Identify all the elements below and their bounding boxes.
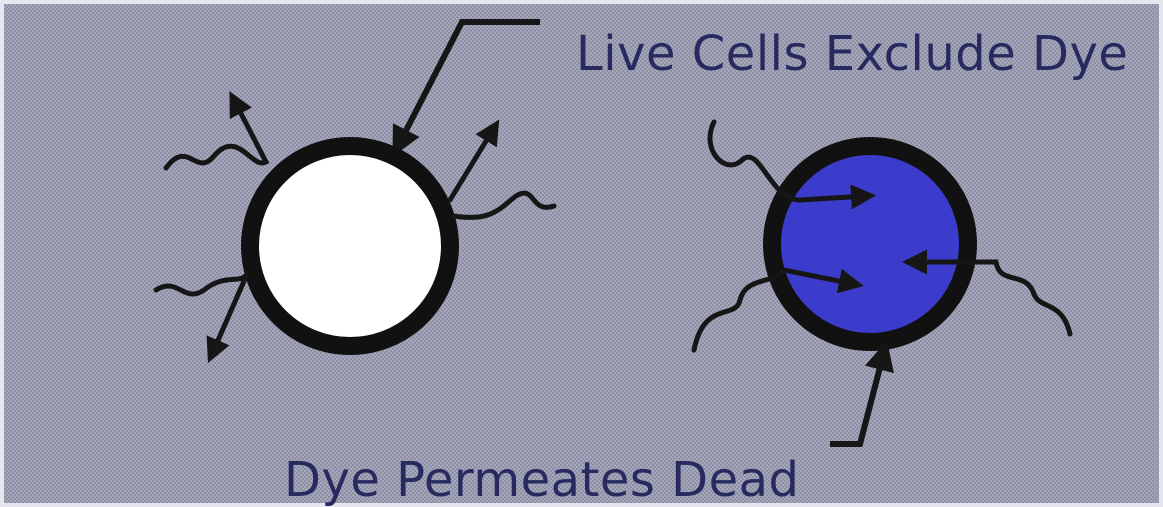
dead-cells-label: Dye Permeates Dead (284, 452, 800, 507)
dead-cell (772, 146, 968, 342)
live-cell (250, 146, 450, 346)
live-cells-label: Live Cells Exclude Dye (576, 26, 1128, 82)
